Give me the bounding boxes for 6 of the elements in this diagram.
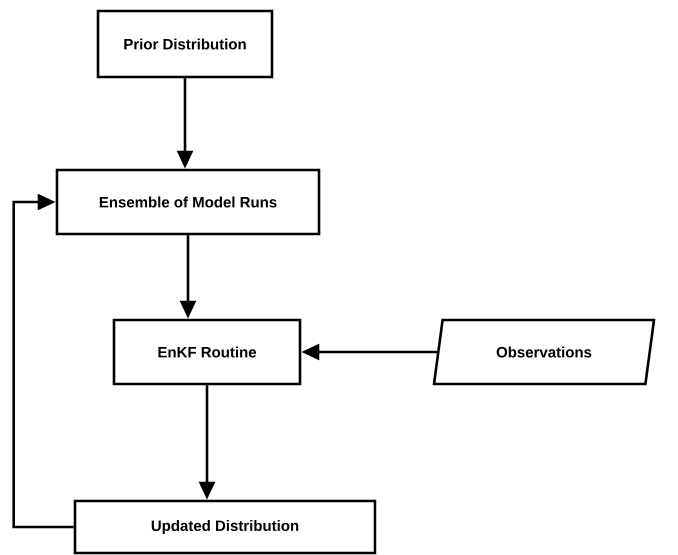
process-box: Prior Distribution xyxy=(96,10,274,78)
process-box: Updated Distribution xyxy=(74,500,376,554)
process-box: Ensemble of Model Runs xyxy=(56,168,320,236)
arrow xyxy=(12,194,74,528)
process-box: EnKF Routine xyxy=(112,318,302,386)
data-parallelogram: Observations xyxy=(432,318,656,386)
